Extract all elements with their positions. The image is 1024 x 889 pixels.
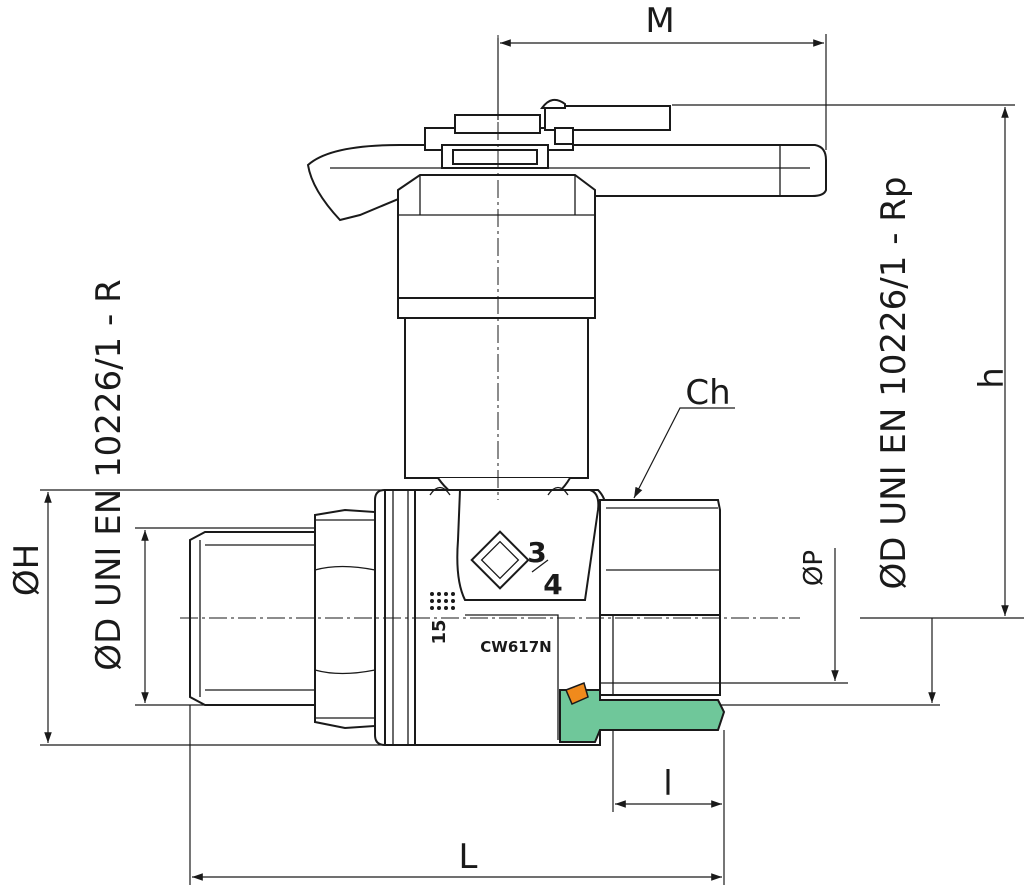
marking-fraction-num: 3	[527, 536, 546, 569]
female-thread-end	[559, 499, 726, 743]
seal-ring	[565, 682, 589, 705]
label-L: L	[459, 837, 478, 877]
dim-P	[600, 548, 848, 684]
label-P: ØP	[799, 550, 829, 586]
dim-l	[612, 730, 725, 812]
dim-D-left	[135, 527, 315, 706]
marking-fraction-den: 4	[543, 568, 562, 601]
label-D-right: ØD UNI EN 10226/1 - Rp	[874, 177, 914, 590]
label-M: M	[645, 1, 674, 41]
dim-h	[672, 104, 1024, 619]
label-Ch: Ch	[685, 373, 730, 413]
label-l: l	[663, 764, 672, 804]
leader-Ch	[633, 407, 735, 499]
valve-body	[374, 486, 607, 746]
marking-size: 15	[429, 619, 450, 644]
dim-M	[497, 34, 827, 150]
dim-D-right	[720, 618, 940, 706]
marking-material: CW617N	[480, 638, 551, 656]
label-h: h	[972, 367, 1012, 389]
dim-H	[40, 489, 385, 746]
handle-nut	[397, 174, 596, 501]
dim-L	[189, 705, 725, 885]
label-D-left: ØD UNI EN 10226/1 - R	[89, 279, 129, 670]
cast-mark-dots	[430, 592, 455, 610]
male-thread-end	[189, 508, 376, 730]
thread-section	[559, 689, 726, 743]
label-H: ØH	[7, 544, 47, 596]
